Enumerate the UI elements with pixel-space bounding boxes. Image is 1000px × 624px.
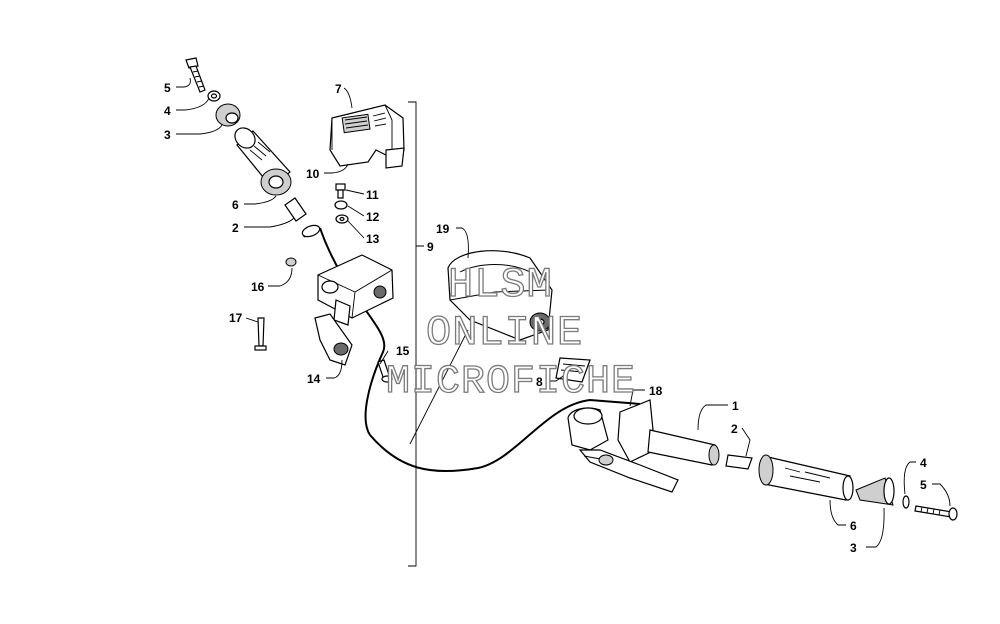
callout-19: 19 (436, 222, 450, 236)
callout-14: 14 (307, 372, 321, 386)
label-8 (555, 357, 591, 383)
right-control-assembly (567, 399, 753, 493)
callout-1: 1 (732, 399, 739, 413)
callout-2: 2 (232, 221, 239, 235)
callout-18: 18 (649, 384, 663, 398)
callout-8: 8 (536, 375, 543, 389)
callout-9: 9 (427, 240, 434, 254)
callout-6: 6 (232, 198, 239, 212)
watermark-line-2: ONLINE (426, 309, 583, 357)
callout-11: 11 (366, 188, 379, 202)
callout-7: 7 (335, 82, 342, 96)
callout-3: 3 (164, 128, 171, 142)
callout-15: 15 (396, 344, 410, 358)
watermark: HLSM ONLINE MICROFICHE (385, 260, 636, 405)
callout-4-right: 4 (920, 456, 927, 470)
callout-12: 12 (366, 210, 380, 224)
callout-5: 5 (164, 81, 171, 95)
left-control-assembly (254, 254, 394, 383)
callout-17: 17 (229, 311, 243, 325)
watermark-line-3: MICROFICHE (386, 360, 636, 405)
callout-labels: 5 4 3 6 2 7 10 11 12 13 9 19 16 17 15 14… (164, 81, 927, 555)
callout-3-right: 3 (850, 541, 857, 555)
callout-5-right: 5 (920, 478, 927, 492)
watermark-line-1: HLSM (448, 261, 553, 309)
callout-4: 4 (164, 104, 171, 118)
callout-6-right: 6 (850, 519, 857, 533)
handlebar (301, 224, 641, 489)
leader-lines (176, 77, 951, 567)
right-grip-parts (758, 454, 958, 521)
callout-2-right: 2 (731, 422, 738, 436)
left-grip-parts (185, 57, 307, 222)
housing-19 (447, 250, 553, 341)
callout-16: 16 (251, 280, 265, 294)
callout-13: 13 (366, 232, 380, 246)
switch-housing (329, 104, 405, 224)
callout-10: 10 (306, 167, 320, 181)
